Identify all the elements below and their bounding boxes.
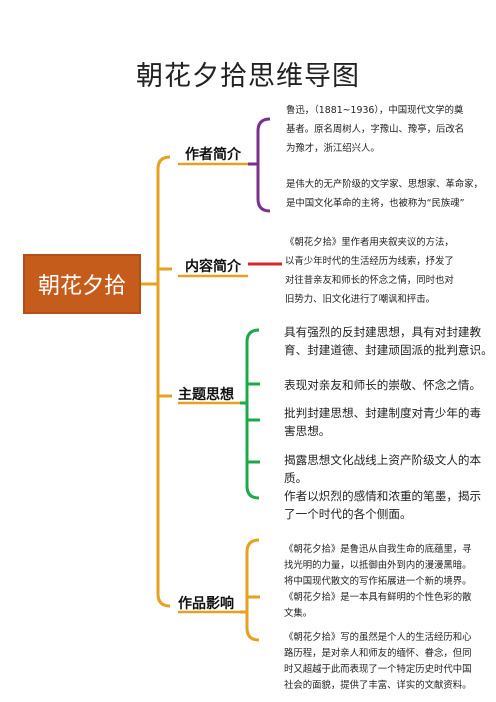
theme-leaf-3: 批判封建思想、封建制度对青少年的毒 害思想。 bbox=[284, 406, 482, 438]
branch-3-bracket bbox=[245, 328, 260, 500]
page-title: 朝花夕拾思维导图 bbox=[136, 61, 360, 92]
trunk-bracket bbox=[156, 155, 171, 608]
author-leaf-1: 鲁迅，（1881~1936），中国现代文学的奠 基者。原名周树人，字豫山、豫亭，… bbox=[286, 105, 465, 154]
theme-leaf-2: 表现对亲友和师长的崇敬、怀念之情。 bbox=[284, 378, 482, 392]
influence-leaf-3: 《朝花夕拾》写的虽然是个人的生活经历和心 路历程，是对亲人和师友的缅怀、眷念，但… bbox=[284, 632, 472, 691]
author-leaf-2: 是伟大的无产阶级的文学家、思想家、革命家， 是中国文化革命的主将，也被称为“民族… bbox=[286, 179, 483, 209]
influence-leaf-2: 《朝花夕拾》是一本具有鲜明的个性色彩的散 文集。 bbox=[284, 592, 472, 619]
theme-leaf-5: 作者以炽烈的感情和浓重的笔墨，揭示 了一个时代的各个侧面。 bbox=[284, 489, 482, 521]
branch-1-bracket bbox=[256, 117, 271, 213]
branch-author-intro: 作者简介 bbox=[185, 147, 241, 163]
content-leaf-1: 《朝花夕拾》里作者用夹叙夹议的方法， 以青少年时代的生活经历为线索，抒发了 对往… bbox=[285, 237, 454, 305]
influence-leaf-1: 《朝花夕拾》是鲁迅从自我生命的底蕴里，寻 找光明的力量，以抵御由外到内的漫漫黑暗… bbox=[284, 544, 472, 587]
branch-influence: 作品影响 bbox=[178, 596, 234, 612]
branch-theme: 主题思想 bbox=[178, 387, 234, 403]
root-node: 朝花夕拾 bbox=[23, 254, 141, 314]
theme-leaf-4: 揭露思想文化战线上资产阶级文人的本 质。 bbox=[284, 453, 482, 485]
theme-leaf-1: 具有强烈的反封建思想，具有对封建教 育、封建道德、封建顽固派的批判意识。 bbox=[284, 325, 493, 357]
branch-4-bracket bbox=[245, 538, 260, 642]
branch-content-intro: 内容简介 bbox=[185, 259, 241, 275]
